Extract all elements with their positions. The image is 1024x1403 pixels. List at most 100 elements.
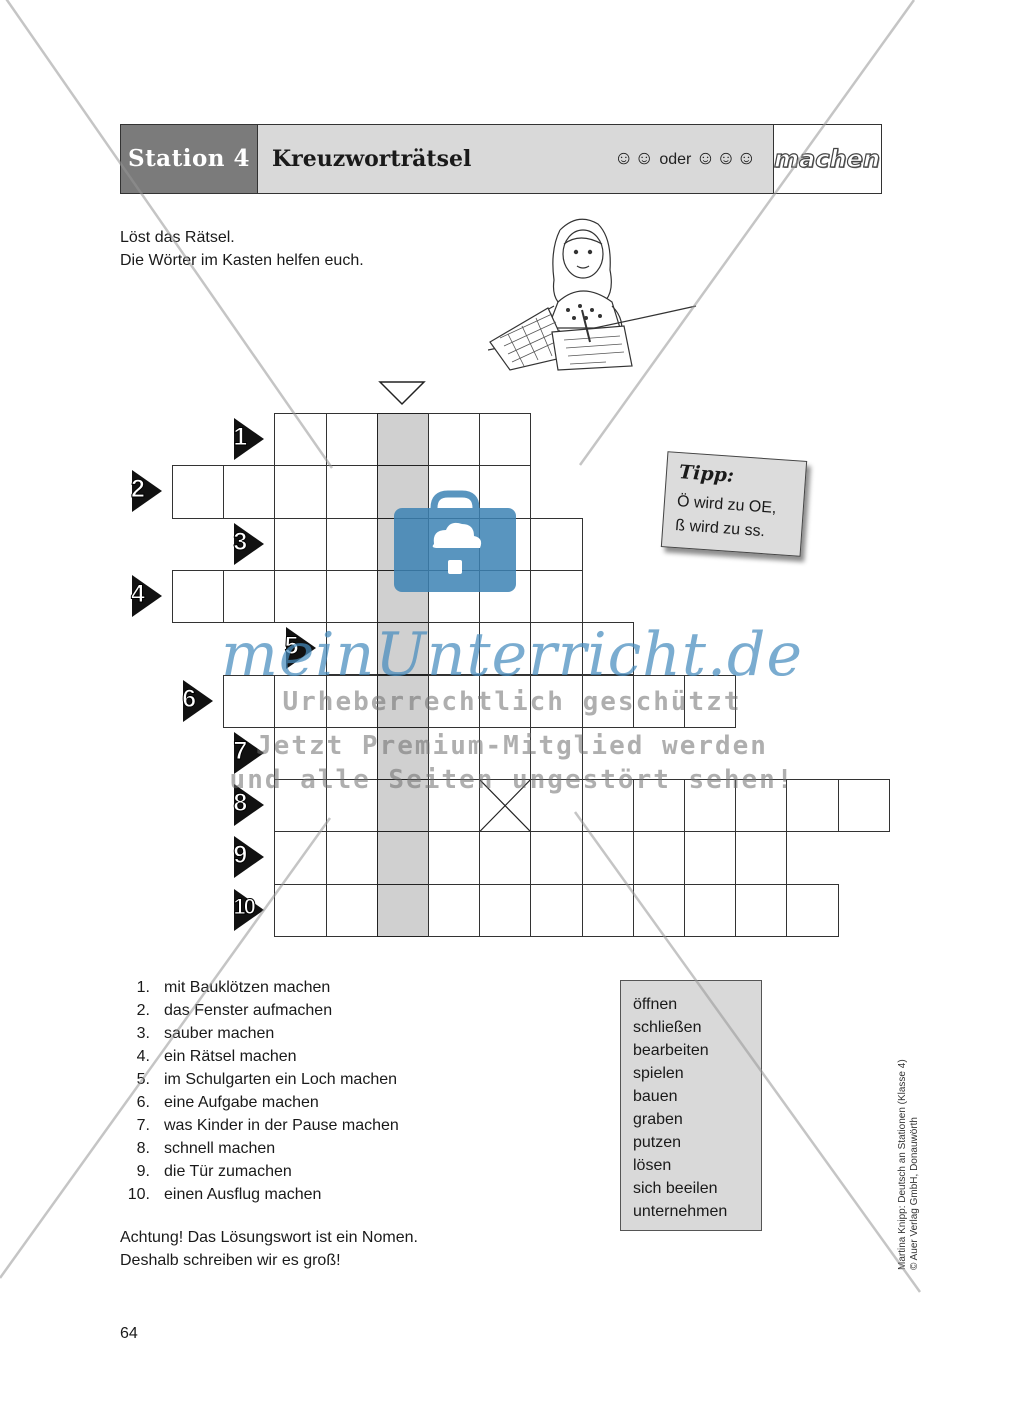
crossword-cell[interactable] — [325, 465, 378, 519]
crossword-cell[interactable] — [786, 883, 839, 937]
crossword-cell[interactable] — [530, 831, 583, 885]
crossword-cell[interactable] — [632, 831, 685, 885]
crossword-cell[interactable] — [530, 569, 583, 624]
clue-list: 1.mit Bauklötzen machen 2.das Fenster au… — [120, 976, 399, 1206]
clue-number-marker-1: 1 — [232, 416, 266, 462]
clue-number: 2 — [131, 475, 146, 504]
crossword-cell[interactable] — [581, 831, 634, 885]
crossword-cell[interactable] — [479, 831, 532, 885]
tipp-card: Tipp: Ö wird zu OE, ß wird zu ss. — [660, 451, 808, 557]
clue-number-marker-3: 3 — [232, 521, 266, 567]
crossword-cell[interactable] — [428, 831, 481, 885]
clue-item: 4.ein Rätsel machen — [136, 1048, 297, 1065]
crossword-cell[interactable] — [428, 883, 481, 937]
crossword-cell[interactable] — [223, 569, 276, 624]
clue-number-marker-4: 4 — [130, 573, 164, 619]
word-box-item: bearbeiten — [633, 1042, 709, 1059]
copyright-line-2: © Auer Verlag GmbH, Donauwörth — [909, 1117, 920, 1270]
clue-number-marker-2: 2 — [130, 468, 164, 514]
clue-item: 9.die Tür zumachen — [136, 1163, 292, 1180]
clue-number: 10 — [233, 893, 257, 919]
girl-solving-puzzle-illustration — [488, 218, 697, 371]
rating-separator: oder — [659, 151, 692, 168]
word-box-item: sich beeilen — [633, 1180, 718, 1197]
clue-item: 2.das Fenster aufmachen — [136, 1002, 333, 1019]
clue-item: 10.einen Ausflug machen — [127, 1186, 322, 1203]
word-box: öffnen schließen bearbeiten spielen baue… — [620, 980, 762, 1231]
crossword-cell[interactable] — [274, 517, 327, 571]
crossword-cell[interactable] — [632, 883, 685, 937]
solution-cell[interactable] — [376, 883, 429, 937]
note-line-1: Achtung! Das Lösungswort ist ein Nomen. — [120, 1229, 418, 1246]
crossword-cell[interactable] — [274, 413, 327, 467]
clue-number: 9 — [233, 841, 248, 870]
crossword-cell[interactable] — [479, 883, 532, 937]
clue-item: 1.mit Bauklötzen machen — [136, 979, 331, 996]
topic-word-cell: machen — [773, 125, 881, 193]
crossword-cell[interactable] — [684, 883, 737, 937]
instruction-line-1: Löst das Rätsel. — [120, 229, 235, 246]
station-header: Station 4 Kreuzworträtsel ☺☺ oder ☺☺☺ ma… — [120, 124, 882, 194]
crossword-cell[interactable] — [274, 831, 327, 885]
crossword-cell[interactable] — [274, 883, 327, 937]
tipp-line-2: ß wird zu ss. — [674, 516, 766, 541]
watermark-line-3: und alle Seiten ungestört sehen! — [229, 765, 795, 795]
crossword-cell[interactable] — [428, 413, 481, 467]
word-box-item: unternehmen — [633, 1203, 728, 1220]
watermark-line-2: Jetzt Premium-Mitglied werden — [256, 731, 768, 761]
clue-item: 5.im Schulgarten ein Loch machen — [136, 1071, 398, 1088]
station-label: Station 4 — [121, 125, 257, 193]
crossword-cell[interactable] — [223, 465, 276, 519]
clue-item: 7.was Kinder in der Pause machen — [136, 1117, 399, 1134]
note-line-2: Deshalb schreiben wir es groß! — [120, 1252, 341, 1269]
clue-number: 1 — [233, 423, 248, 452]
solution-pointer-triangle — [378, 381, 426, 406]
crossword-cell[interactable] — [581, 883, 634, 937]
crossword-cell[interactable] — [325, 517, 378, 571]
crossword-cell[interactable] — [274, 569, 327, 624]
clue-number: 3 — [233, 527, 248, 556]
difficulty-rating: ☺☺ oder ☺☺☺ — [614, 125, 757, 194]
crossword-cell[interactable] — [735, 883, 788, 937]
word-box-item: schließen — [633, 1019, 702, 1036]
word-box-item: lösen — [633, 1157, 672, 1174]
crossword-cell[interactable] — [172, 569, 225, 624]
briefcase-cloud-icon — [394, 490, 516, 592]
crossword-cell[interactable] — [325, 413, 378, 467]
word-box-item: bauen — [633, 1088, 678, 1105]
crossword-cell[interactable] — [684, 831, 737, 885]
copyright-notice: Martina Knipp: Deutsch an Stationen (Kla… — [897, 970, 921, 1270]
crossword-cell[interactable] — [479, 413, 532, 467]
word-box-item: öffnen — [633, 996, 678, 1013]
solution-cell[interactable] — [376, 413, 429, 467]
title-cell: Kreuzworträtsel ☺☺ oder ☺☺☺ — [257, 125, 773, 193]
copyright-line-1: Martina Knipp: Deutsch an Stationen (Kla… — [897, 1059, 908, 1270]
clue-number: 4 — [131, 579, 146, 608]
tipp-line-1: Ö wird zu OE, — [676, 493, 777, 517]
watermark-brand: meinUnterricht.de — [221, 620, 803, 690]
crossword-cell[interactable] — [530, 883, 583, 937]
solution-cell[interactable] — [376, 831, 429, 885]
smiley-icons-three: ☺☺☺ — [695, 148, 757, 169]
tipp-title: Tipp: — [678, 461, 735, 487]
crossword-cell[interactable] — [735, 831, 788, 885]
clue-item: 6.eine Aufgabe machen — [136, 1094, 319, 1111]
crossword-cell[interactable] — [325, 569, 378, 624]
page-title: Kreuzworträtsel — [272, 146, 472, 172]
clue-item: 8.schnell machen — [136, 1140, 276, 1157]
clue-number-marker-10: 10 — [232, 887, 266, 933]
crossword-cell[interactable] — [530, 517, 583, 571]
page-number: 64 — [120, 1325, 138, 1342]
crossword-cell[interactable] — [274, 465, 327, 519]
topic-word: machen — [773, 144, 880, 173]
word-box-item: spielen — [633, 1065, 684, 1082]
smiley-icons-two: ☺☺ — [614, 148, 655, 169]
clue-number-marker-9: 9 — [232, 834, 266, 880]
clue-item: 3.sauber machen — [136, 1025, 275, 1042]
crossword-cell[interactable] — [172, 465, 225, 519]
crossword-cell[interactable] — [325, 883, 378, 937]
instruction-line-2: Die Wörter im Kasten helfen euch. — [120, 252, 364, 269]
crossword-cell[interactable] — [325, 831, 378, 885]
word-box-item: putzen — [633, 1134, 682, 1151]
watermark-line-1: Urheberrechtlich geschützt — [282, 687, 742, 717]
